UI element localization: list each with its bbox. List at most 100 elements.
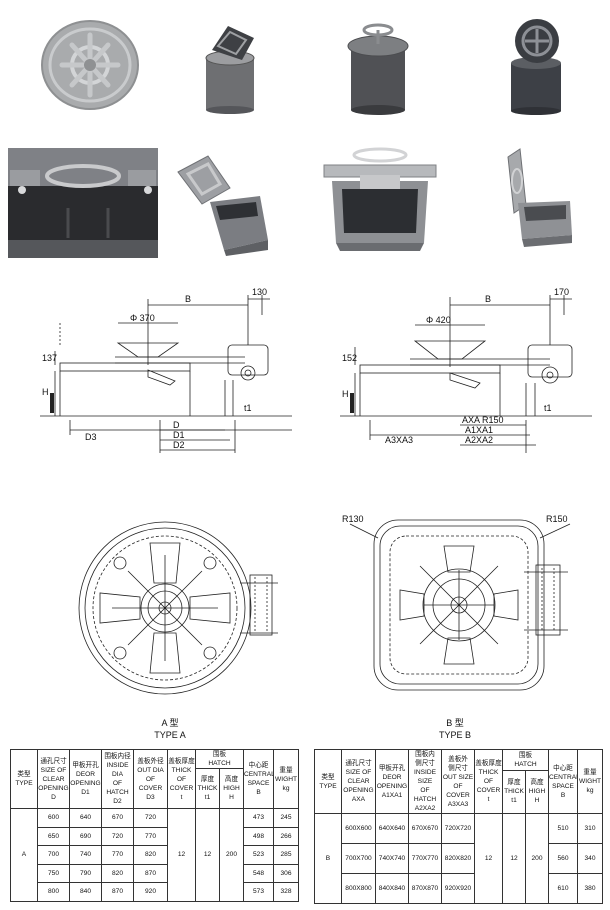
cell-inside: 720 xyxy=(101,826,134,846)
dim-170: 170 xyxy=(554,287,569,297)
dim-137: 137 xyxy=(42,353,57,363)
cell-hatch-high: 200 xyxy=(524,813,550,904)
cell-outside: 770 xyxy=(133,826,168,846)
drawing-type-b-elevation: B 170 Φ 420 152 H t1 A3XA3 AXA R150 A1XA… xyxy=(340,287,592,453)
cell-weight: 328 xyxy=(273,882,300,902)
cell-inside: 870X870 xyxy=(408,873,442,904)
dim-dia-370: Φ 370 xyxy=(130,313,155,323)
table-row: B 600X600 640X640 670X670 720X720 12 12 … xyxy=(314,813,604,904)
cell-inside: 670 xyxy=(101,808,134,828)
cell-outside: 870 xyxy=(133,863,168,883)
cell-hatch-thick: 12 xyxy=(195,808,220,902)
cell-thick: 12 xyxy=(167,808,196,902)
caption-type-a: A 型 TYPE A xyxy=(20,717,320,741)
cell-weight: 245 xyxy=(273,808,300,828)
cell-door: 690 xyxy=(69,826,102,846)
photo-square-hatch-side xyxy=(323,147,437,251)
caption-type-b: B 型 TYPE B xyxy=(305,717,605,741)
dim-h: H xyxy=(42,387,49,397)
dim-r150: R150 xyxy=(546,514,568,524)
cell-hatch-thick: 12 xyxy=(502,813,526,904)
dim-axa-r150: AXA R150 xyxy=(462,415,504,425)
table-row: 700X700 740X740 770X770 820X820 560 340 xyxy=(315,843,604,874)
cell-clear: 800X800 xyxy=(341,873,376,904)
cell-outside: 820X820 xyxy=(441,843,475,874)
cell-type: A xyxy=(10,808,38,902)
cell-clear: 600 xyxy=(37,808,70,828)
cell-central: 523 xyxy=(243,845,275,865)
cell-outside: 720 xyxy=(133,808,168,828)
dim-b: B xyxy=(185,294,191,304)
photo-square-hatch-open-rear xyxy=(507,148,572,247)
dim-t1: t1 xyxy=(544,403,552,413)
cell-clear: 650 xyxy=(37,826,70,846)
dim-b: B xyxy=(485,294,491,304)
cell-clear: 700 xyxy=(37,845,70,865)
cell-type: B xyxy=(314,813,342,904)
caption-type-a-en: TYPE A xyxy=(154,730,186,740)
dim-d2: D2 xyxy=(173,440,185,450)
cell-central: 473 xyxy=(243,808,275,828)
dim-d: D xyxy=(173,420,180,430)
cell-central: 560 xyxy=(548,843,579,874)
drawing-type-a-elevation: B 130 Φ 370 137 H t1 D3 D D1 D2 xyxy=(40,287,292,453)
cell-door: 790 xyxy=(69,863,102,883)
cell-door: 840 xyxy=(69,882,102,902)
cell-clear: 700X700 xyxy=(341,843,376,874)
cell-inside: 770X770 xyxy=(408,843,442,874)
cell-outside: 720X720 xyxy=(441,813,475,844)
dim-r130: R130 xyxy=(342,514,364,524)
cell-central: 498 xyxy=(243,826,275,846)
cell-door: 640X640 xyxy=(375,813,409,844)
cell-outside: 920 xyxy=(133,882,168,902)
dim-130: 130 xyxy=(252,287,267,297)
dim-d1: D1 xyxy=(173,430,185,440)
dim-t1: t1 xyxy=(244,403,252,413)
dim-152: 152 xyxy=(342,353,357,363)
dim-d3: D3 xyxy=(85,432,97,442)
photo-hatch-cover-top-view xyxy=(41,20,139,110)
cell-central: 548 xyxy=(243,863,275,883)
drawing-type-a-plan xyxy=(78,521,278,695)
table-row: 800X800 840X840 870X870 920X920 610 380 xyxy=(315,873,604,904)
cell-clear: 600X600 xyxy=(341,813,376,844)
dim-a1xa1: A1XA1 xyxy=(465,425,493,435)
cell-weight: 310 xyxy=(577,813,604,844)
cell-thick: 12 xyxy=(474,813,503,904)
cell-clear: 750 xyxy=(37,863,70,883)
cell-weight: 266 xyxy=(273,826,300,846)
drawing-type-b-plan: R130 R150 xyxy=(342,514,571,691)
table-row: 650 690 720 770 498 266 xyxy=(11,826,300,846)
photo-round-hatch-open-rear xyxy=(511,19,561,115)
table-row: 800 840 870 920 573 328 xyxy=(11,882,300,902)
cell-hatch-high: 200 xyxy=(218,808,245,902)
cell-door: 840X840 xyxy=(375,873,409,904)
cell-weight: 306 xyxy=(273,863,300,883)
table-row: 750 790 820 870 548 306 xyxy=(11,863,300,883)
cell-weight: 380 xyxy=(577,873,604,904)
cell-door: 740 xyxy=(69,845,102,865)
cell-door: 740X740 xyxy=(375,843,409,874)
table-row: 700 740 770 820 523 285 xyxy=(11,845,300,865)
cell-weight: 285 xyxy=(273,845,300,865)
